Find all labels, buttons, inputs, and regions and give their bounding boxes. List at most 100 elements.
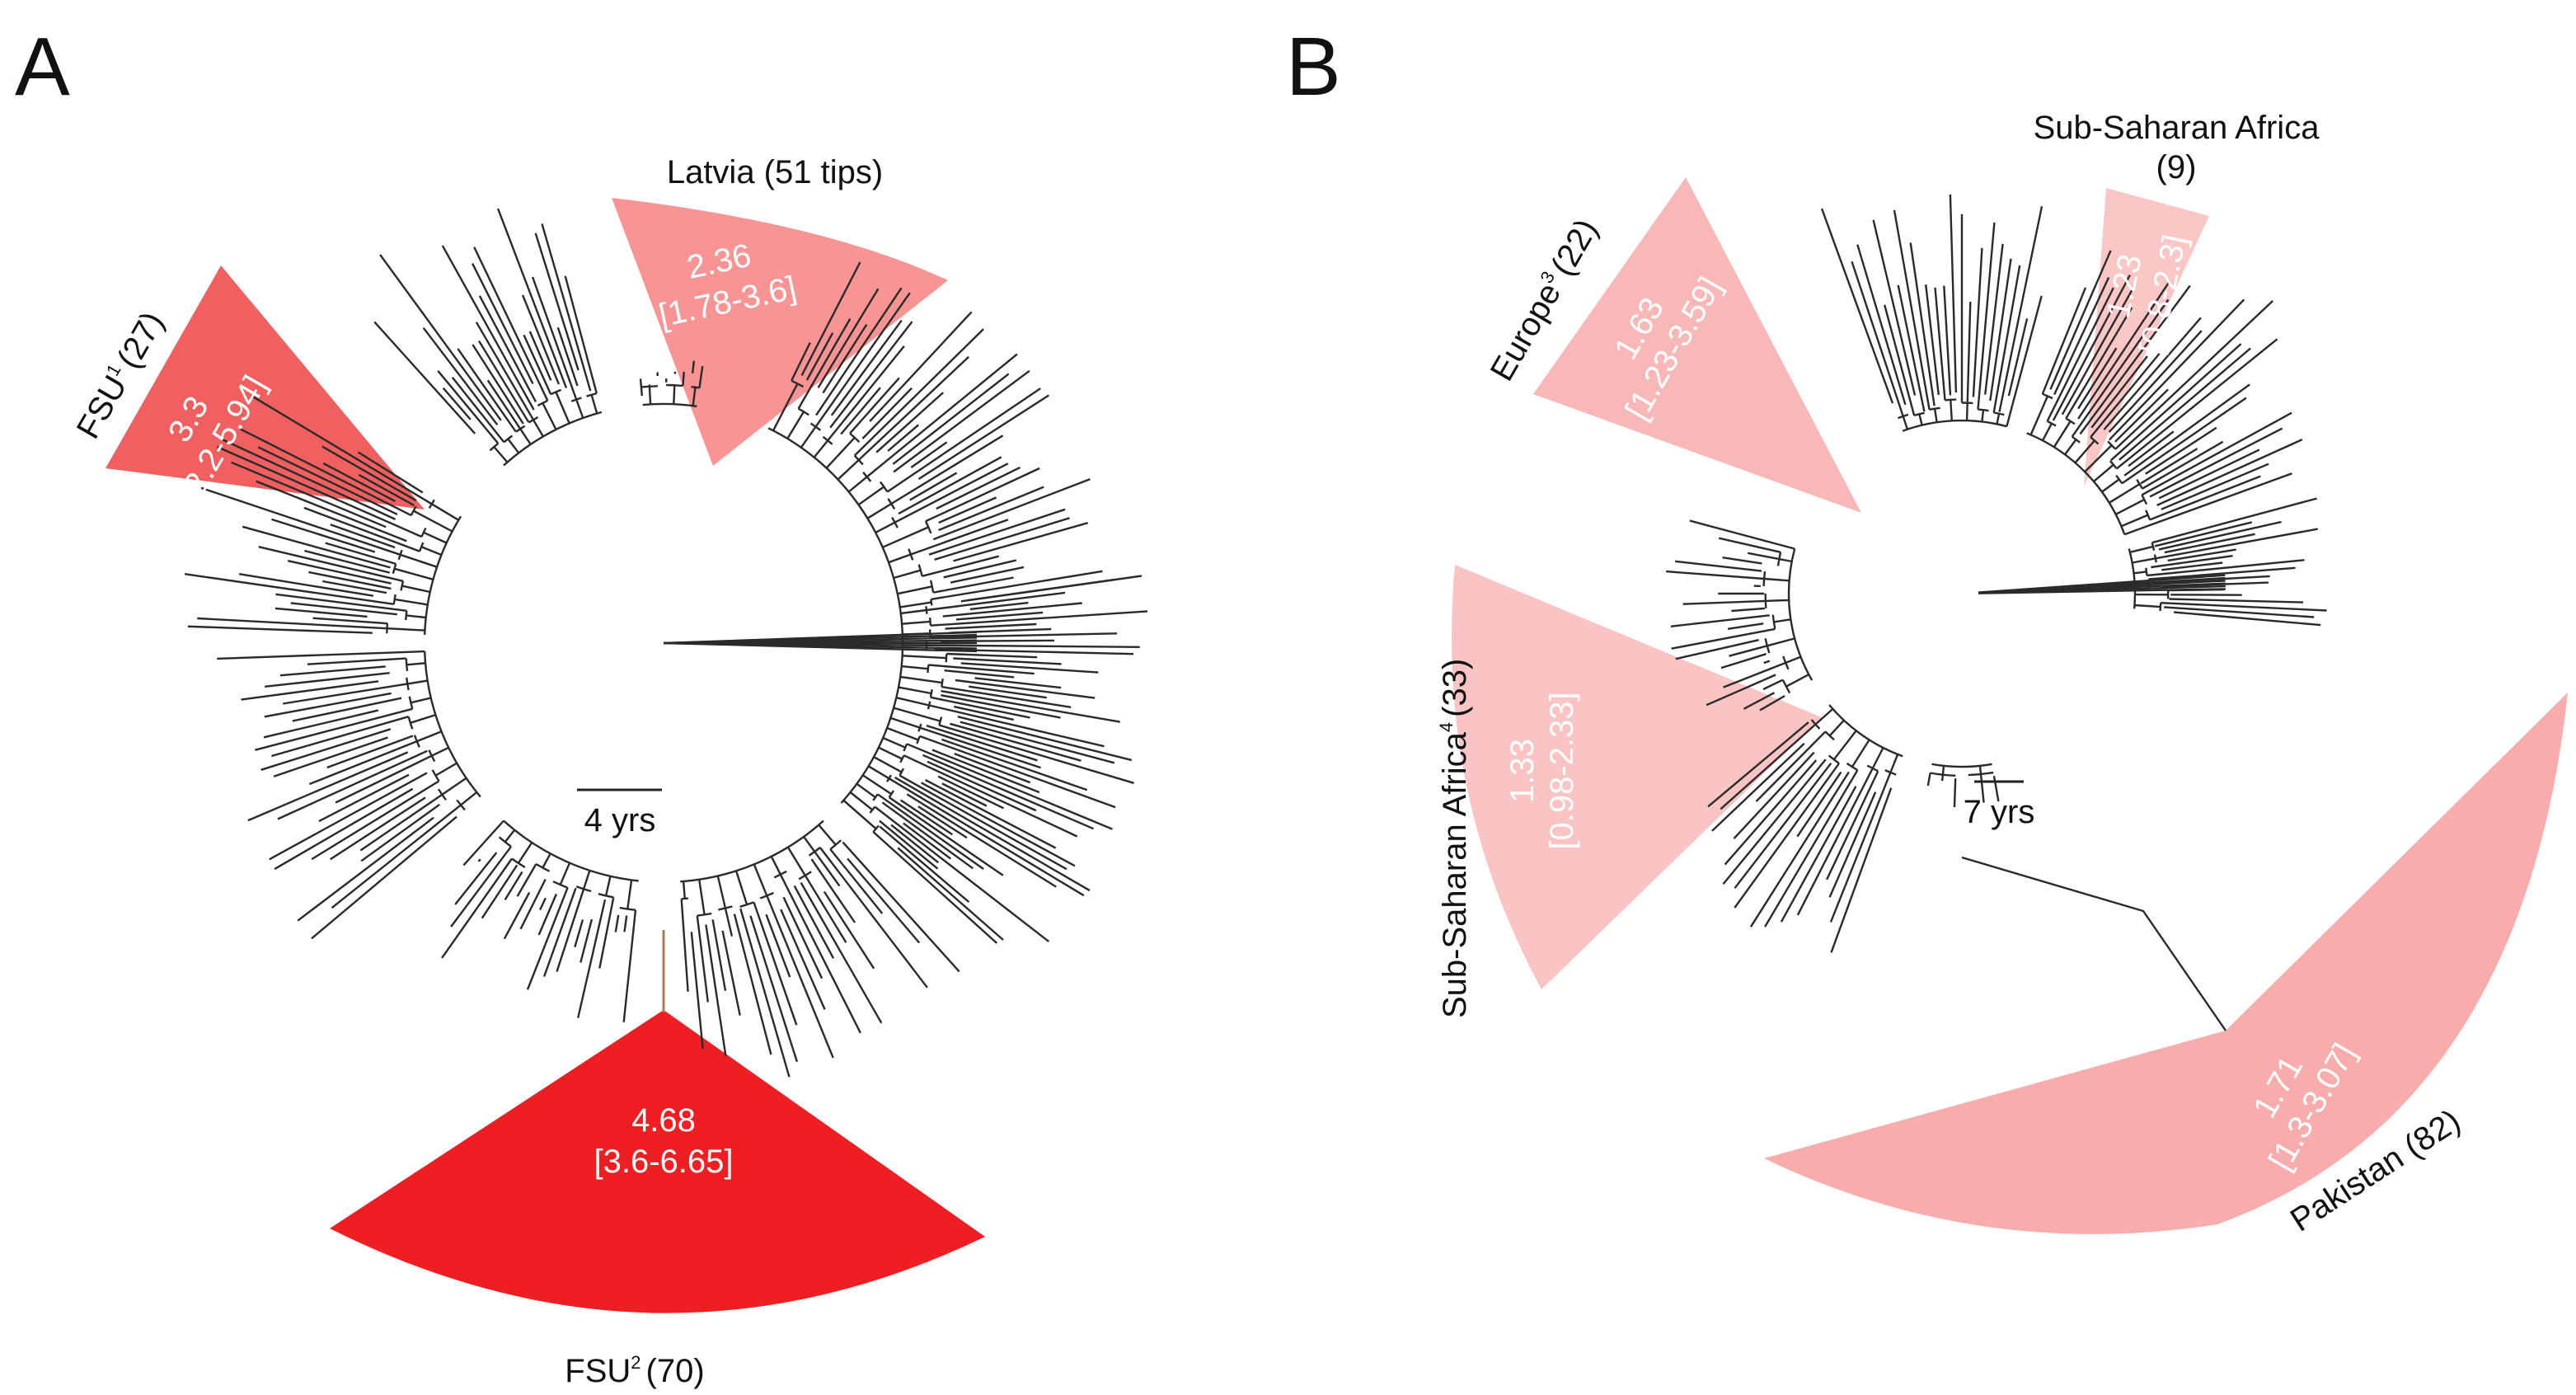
- tree-tip-branch: [800, 882, 883, 1024]
- tree-tip-branch: [2151, 497, 2317, 544]
- tree-tip-branch: [1972, 247, 1983, 397]
- tree-tip-branch: [577, 899, 607, 1018]
- tree-inner-spoke: [663, 641, 977, 653]
- tree-tip-branch: [290, 602, 397, 616]
- tree-tip-branch: [932, 477, 1091, 541]
- tree-tip-branch: [893, 369, 1030, 473]
- tree-tip-branch: [890, 434, 1004, 505]
- tree-tip-branch: [1724, 759, 1818, 866]
- tree-tip-branch: [312, 617, 387, 625]
- tree-backbone-arc: [767, 427, 902, 610]
- tree-tip-branch: [946, 652, 1038, 659]
- tree-tip-branch: [2173, 611, 2321, 627]
- tree-tip-branch: [931, 749, 1040, 794]
- tree-tip-branch: [2114, 388, 2169, 443]
- tree-internal-branch: [818, 824, 837, 846]
- tree-tip-branch: [1689, 519, 1779, 546]
- tree-node-arc: [899, 754, 905, 763]
- tree-node-arc: [1764, 638, 1771, 654]
- tree-tip-branch: [1979, 773, 1985, 803]
- tree-tip-branch: [2164, 606, 2315, 618]
- tree-tip-branch: [2061, 285, 2136, 416]
- fsu1-clade-wedge: [106, 265, 425, 510]
- ssa9-clade-wedge: [2084, 188, 2209, 486]
- tree-tip-branch: [274, 787, 414, 871]
- tree-internal-branch: [2041, 423, 2053, 441]
- tree-tip-branch: [1734, 762, 1832, 890]
- tree-internal-branch: [692, 387, 697, 406]
- tree-tip-branch: [899, 799, 954, 836]
- tree-tip-branch: [451, 376, 505, 444]
- tree-tip-branch: [263, 709, 379, 739]
- tree-internal-branch: [2029, 395, 2049, 435]
- tree-internal-branch: [519, 428, 532, 445]
- tree-backbone-arc: [1931, 763, 1992, 768]
- tree-node-arc: [1968, 771, 1994, 777]
- tree-tip-branch: [928, 704, 1105, 748]
- tree-internal-branch: [1764, 577, 1790, 582]
- tree-internal-branch: [460, 791, 478, 806]
- scale-label-b: 7 yrs: [1964, 794, 2035, 830]
- tree-internal-branch: [898, 686, 932, 695]
- tree-tip-branch: [857, 355, 970, 461]
- tree-tip-branch: [765, 914, 791, 978]
- tree-tip-branch: [2137, 472, 2292, 531]
- tree-internal-branch: [1773, 618, 1791, 623]
- tree-node-arc: [437, 788, 447, 801]
- tree-internal-branch: [786, 411, 805, 439]
- tree-tip-branch: [1925, 284, 1940, 396]
- tree-tip-branch: [1711, 742, 1805, 832]
- tree-internal-branch: [2006, 404, 2014, 427]
- tree-tip-branch: [1893, 209, 1931, 411]
- tree-tip-branch: [925, 778, 1057, 849]
- tree-tip-branch: [1998, 206, 2043, 412]
- tree-internal-branch: [873, 756, 903, 773]
- tree-tip-branch: [2167, 548, 2236, 562]
- tree-internal-branch: [2129, 545, 2154, 553]
- tree-internal-branch: [837, 459, 860, 481]
- tree-tip-branch: [2164, 533, 2255, 554]
- latvia-clade-wedge: [612, 198, 948, 466]
- tree-tip-branch: [277, 749, 428, 820]
- tree-tip-branch: [598, 897, 615, 969]
- tree-tip-branch: [1733, 751, 1815, 839]
- panel-a: A FSU1(27) 3.3 [2.2-5.94] Latvia (51 tip…: [15, 21, 1148, 1389]
- tree-node-arc: [1978, 408, 1989, 412]
- tree-tip-branch: [614, 914, 620, 932]
- tree-internal-branch: [813, 439, 829, 458]
- tree-tip-branch: [2141, 411, 2292, 496]
- tree-tip-branch: [797, 318, 852, 410]
- tree-tip-branch: [311, 815, 457, 940]
- tree-tip-branch: [537, 893, 558, 936]
- tree-internal-branch: [842, 799, 877, 830]
- tree-internal-branch: [698, 879, 706, 915]
- tree-tip-branch: [842, 841, 960, 973]
- tree-node-arc: [2090, 436, 2100, 445]
- tree-internal-branch: [800, 426, 817, 449]
- ssa9-count: (9): [2156, 149, 2197, 186]
- tree-tip-branch: [942, 602, 1082, 618]
- tree-tip-branch: [941, 782, 988, 807]
- tree-tip-branch: [941, 689, 1120, 723]
- tree-tip-branch: [1706, 674, 1776, 707]
- panel-a-letter: A: [15, 21, 70, 113]
- tree-tip-branch: [260, 728, 392, 771]
- tree-tip-branch: [779, 874, 861, 1034]
- tree-tip-branch: [358, 473, 415, 507]
- tree-tip-branch: [822, 323, 868, 394]
- tree-tip-branch: [623, 915, 628, 932]
- tree-tip-branch: [877, 793, 984, 870]
- tree-tip-branch: [753, 902, 798, 1026]
- tree-tip-branch: [1856, 244, 1907, 406]
- tree-tip-branch: [869, 311, 973, 422]
- tree-tip-branch: [814, 851, 841, 887]
- tree-tip-branch: [231, 461, 387, 528]
- ssa33-rate-value: 1.33: [1504, 739, 1541, 803]
- tree-tip-branch: [264, 672, 390, 688]
- tree-internal-branch: [1918, 413, 1923, 425]
- tree-internal-branch: [394, 567, 434, 580]
- tree-node-arc: [1771, 614, 1776, 630]
- tree-tip-branch: [698, 366, 704, 388]
- tree-tip-branch: [477, 340, 530, 423]
- tree-tip-branch: [1897, 284, 1926, 412]
